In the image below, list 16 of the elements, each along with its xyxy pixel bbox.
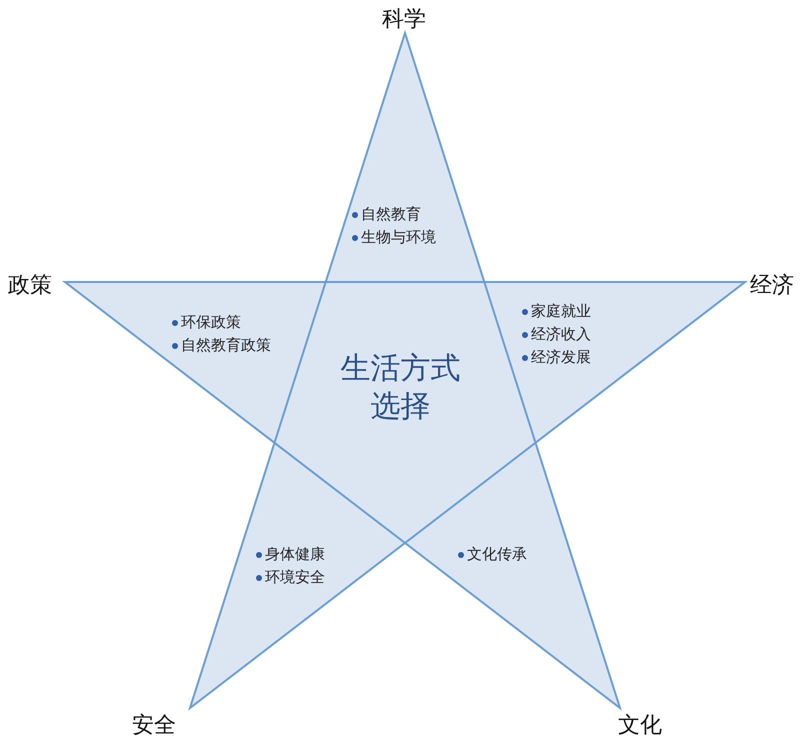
vertex-label: 文化 xyxy=(618,712,662,740)
list-item: 环保政策 xyxy=(181,313,241,332)
vertex-label: 科学 xyxy=(382,6,426,34)
vertex-label: 政策 xyxy=(8,272,52,300)
list-item: 身体健康 xyxy=(265,545,325,564)
list-item: 环境安全 xyxy=(265,568,325,587)
center-title: 生活方式选择 xyxy=(340,350,462,426)
list-item: 文化传承 xyxy=(467,545,527,564)
list-item: 自然教育 xyxy=(361,205,421,224)
list-item: 生物与环境 xyxy=(361,228,436,247)
vertex-label: 经济 xyxy=(750,272,794,300)
vertex-label: 安全 xyxy=(132,712,176,740)
list-item: 自然教育政策 xyxy=(181,336,271,355)
list-item: 经济收入 xyxy=(531,325,591,344)
list-item: 经济发展 xyxy=(531,348,591,367)
list-item: 家庭就业 xyxy=(531,302,591,321)
